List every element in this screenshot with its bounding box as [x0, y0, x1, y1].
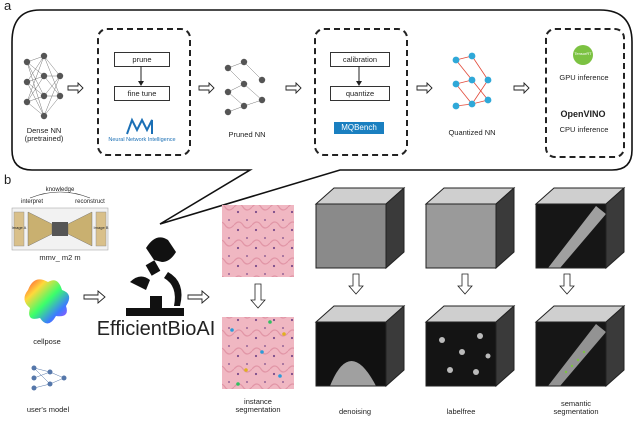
quantize-step: quantize — [330, 86, 390, 101]
image-a-label: Image A — [11, 225, 27, 230]
instance-seg-label: instance segmentation — [235, 397, 281, 415]
interpret-label: interpret — [20, 199, 43, 205]
image-b-label: Image B — [93, 225, 109, 230]
mqbench-logo: MQBench — [334, 122, 384, 134]
quantize-box — [314, 28, 408, 156]
tensorrt-logo-text: TensorRT — [574, 51, 592, 56]
prune-box — [97, 28, 191, 156]
openvino-logo: OpenVINO — [560, 109, 606, 119]
prune-step: prune — [114, 52, 170, 67]
dense-nn-label: Dense NN (pretrained) — [24, 126, 64, 144]
cpu-inference-label: CPU inference — [559, 125, 609, 134]
cellpose-label: cellpose — [33, 337, 61, 346]
panel-b-letter: b — [4, 172, 12, 187]
users-model-label: user's model — [26, 405, 70, 414]
reconstruct-label: reconstruct — [75, 199, 105, 205]
efficientbioai-brand: EfficientBioAI — [96, 318, 216, 340]
panel-a-letter: a — [4, 0, 12, 13]
fine-tune-step: fine tune — [114, 86, 170, 101]
pruned-nn-label: Pruned NN — [228, 130, 266, 139]
calibration-step: calibration — [330, 52, 390, 67]
mmv-caption: mmv_ m2 m — [39, 253, 81, 262]
knowledge-label: knowledge — [45, 187, 75, 193]
nni-logo-text: Neural Network Intelligence — [108, 137, 176, 143]
semantic-seg-label: semantic segmentation — [553, 399, 599, 417]
quantized-nn-label: Quantized NN — [448, 128, 496, 137]
denoising-label: denoising — [338, 407, 372, 416]
gpu-inference-label: GPU inference — [559, 73, 609, 82]
labelfree-label: labelfree — [446, 407, 476, 416]
deploy-box — [545, 28, 625, 158]
